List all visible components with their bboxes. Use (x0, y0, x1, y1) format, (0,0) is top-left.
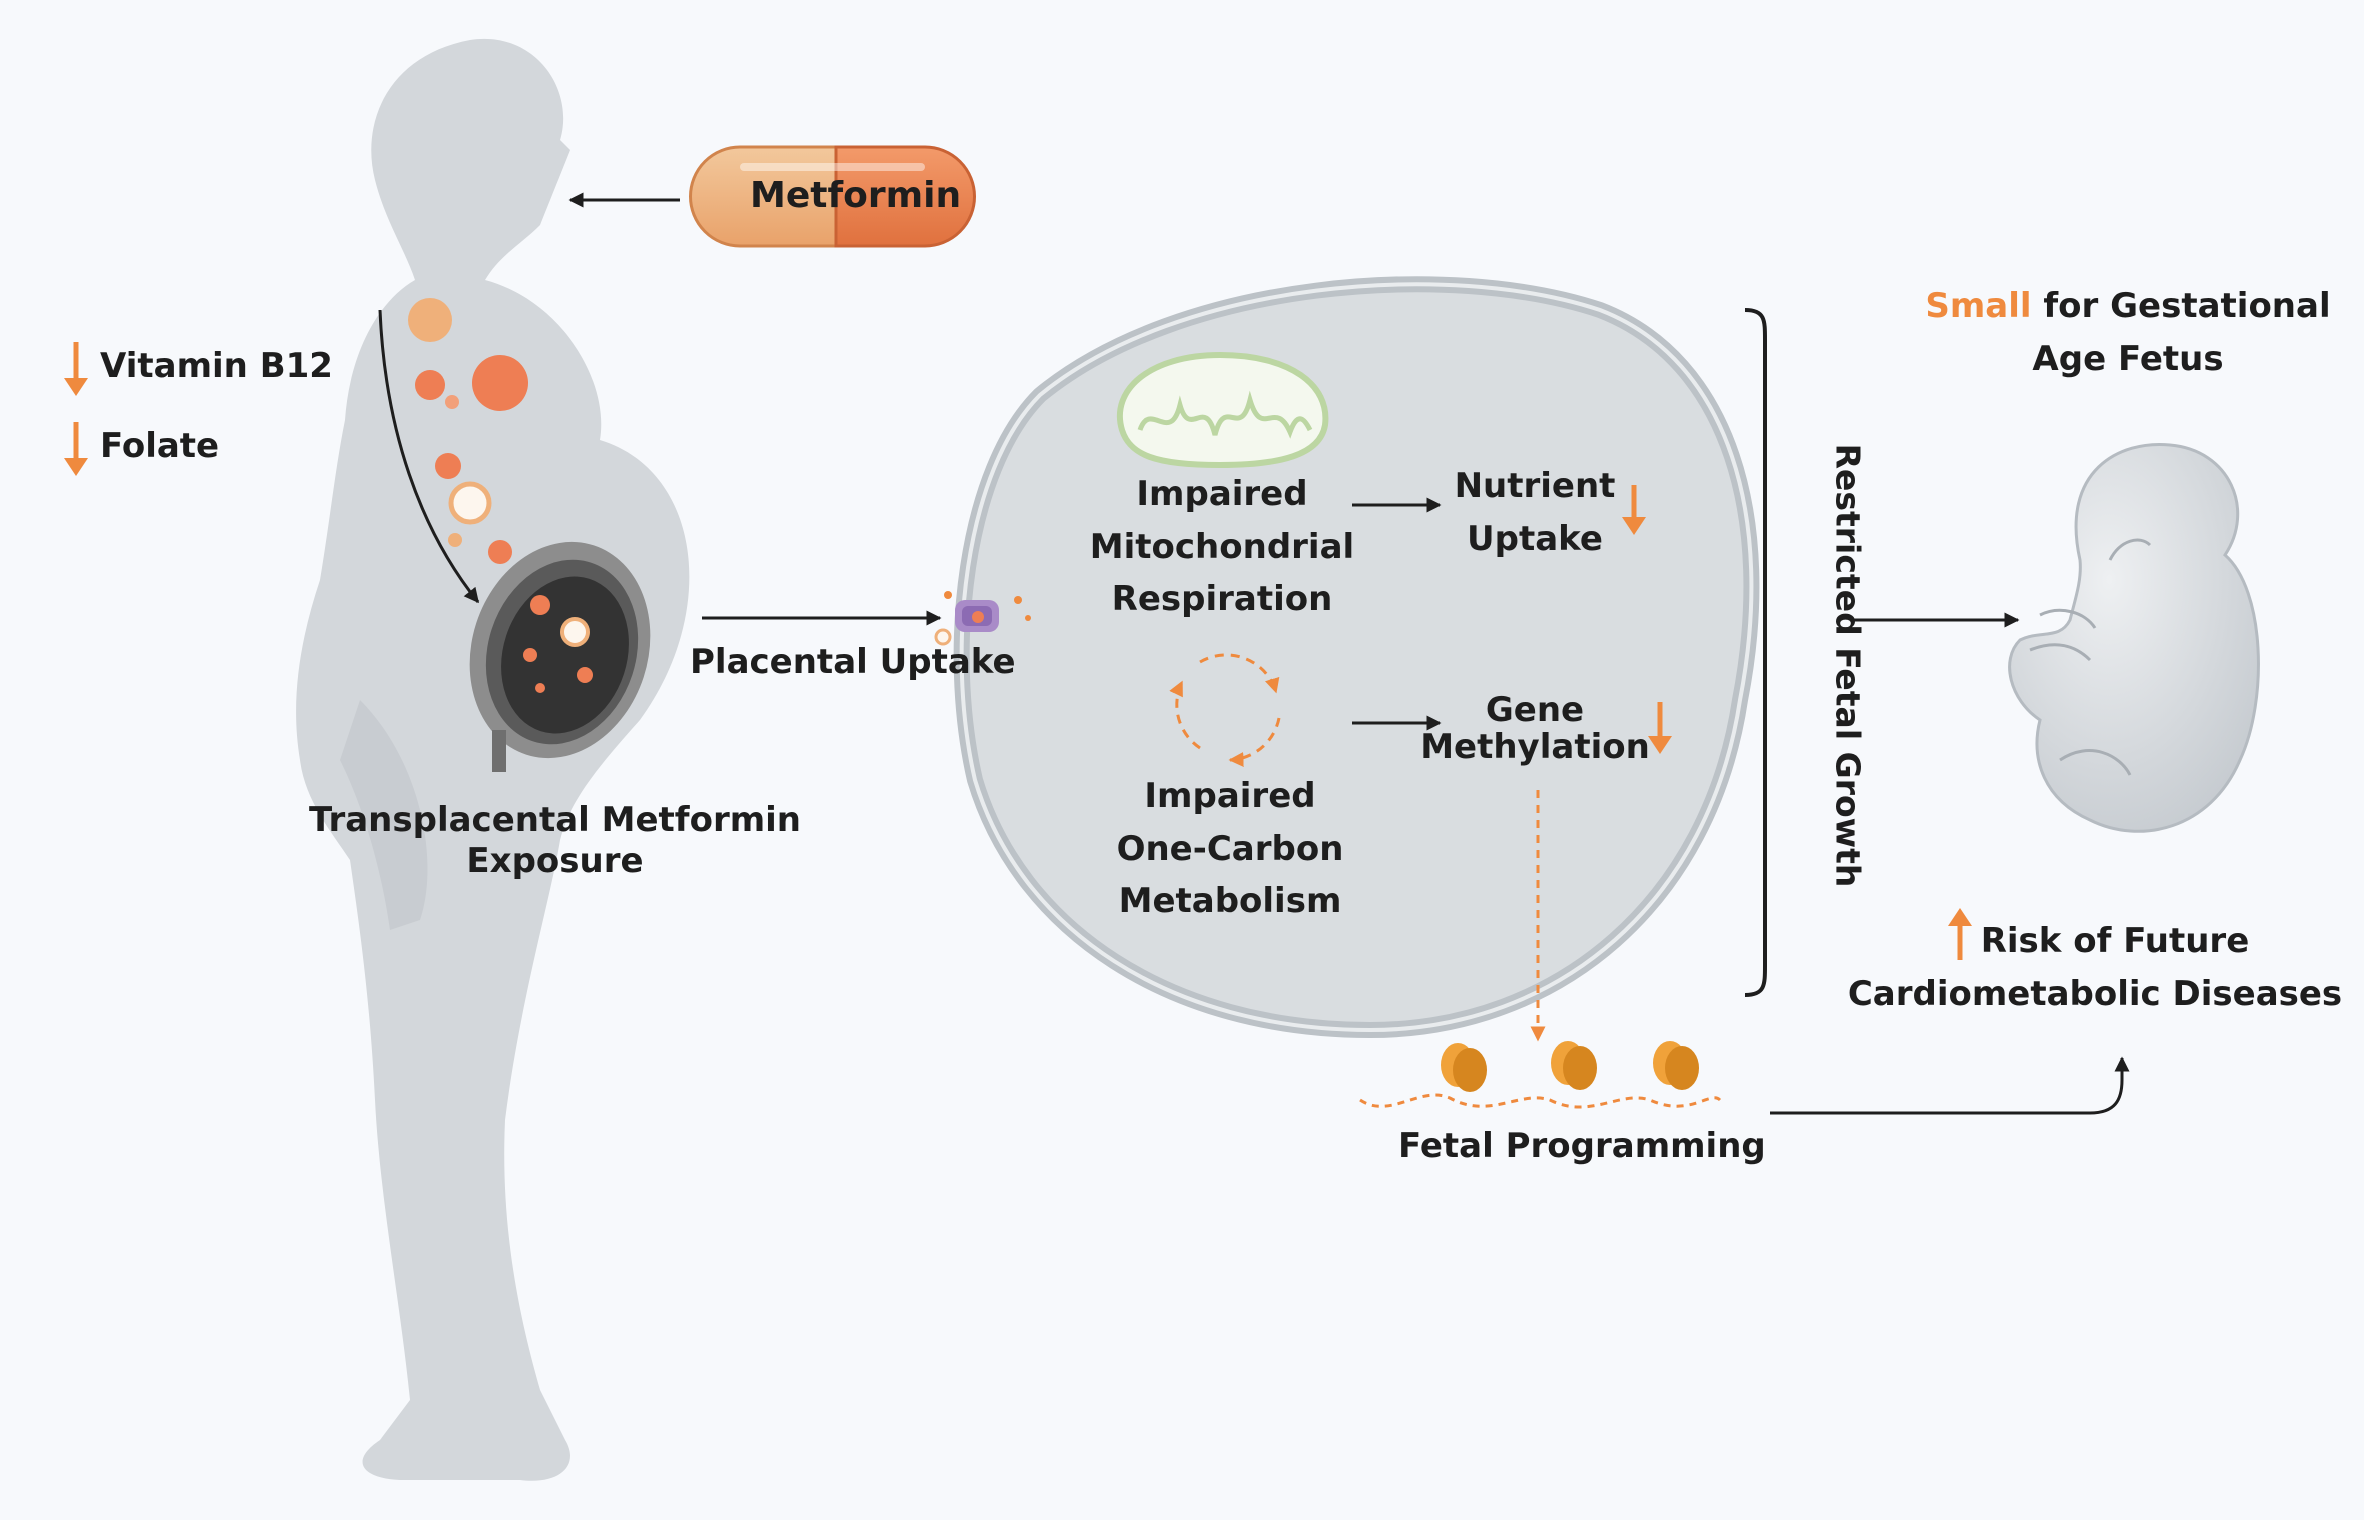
sga-fetus-label: Small for Gestational Age Fetus (1925, 286, 2331, 379)
sga-highlight: Small (1925, 286, 2032, 326)
nutrient-uptake-label: Nutrient Uptake (1454, 466, 1616, 559)
programming-to-risk-arrow (1770, 1056, 2130, 1115)
metformin-pill-icon (689, 145, 976, 248)
one-carbon-cycle-icon (1169, 653, 1281, 767)
placental-uptake-label: Placental Uptake (690, 642, 1016, 682)
cardiometabolic-risk-label: Risk of Future Cardiometabolic Diseases (1847, 921, 2343, 1014)
gene-methylation-label: Gene Methylation (1420, 690, 1650, 768)
metformin-label: Metformin (750, 175, 962, 216)
vitamin-b12-label: Vitamin B12 (100, 346, 333, 386)
mitochondrial-respiration-label: Impaired Mitochondrial Respiration (1089, 474, 1355, 620)
folate-label: Folate (100, 426, 220, 466)
folate-decrease-icon (64, 422, 88, 476)
restricted-growth-bracket (1744, 308, 1767, 997)
fetal-programming-label: Fetal Programming (1398, 1126, 1766, 1166)
transfer-to-fetus-arrow (378, 309, 480, 604)
restricted-fetal-growth-label: Restricted Fetal Growth (1828, 443, 1868, 888)
vitamin-b12-decrease-icon (64, 342, 88, 396)
nucleosome-dna-icon (1359, 1041, 1722, 1109)
membrane-transporter-icon (934, 591, 1031, 646)
risk-increase-icon (1948, 908, 1972, 960)
placental-cell (953, 276, 1760, 1039)
one-carbon-metabolism-label: Impaired One-Carbon Metabolism (1116, 776, 1344, 922)
nutrient-uptake-decrease-icon (1622, 485, 1646, 535)
transplacental-exposure-label: Transplacental Metformin Exposure (308, 800, 802, 881)
mitochondrion-icon (1117, 351, 1329, 469)
maternal-nutrient-particles (408, 298, 528, 564)
fetus-icon (2008, 442, 2260, 833)
uterus-with-fetus-icon (469, 541, 651, 772)
methylation-decrease-icon (1648, 702, 1672, 754)
